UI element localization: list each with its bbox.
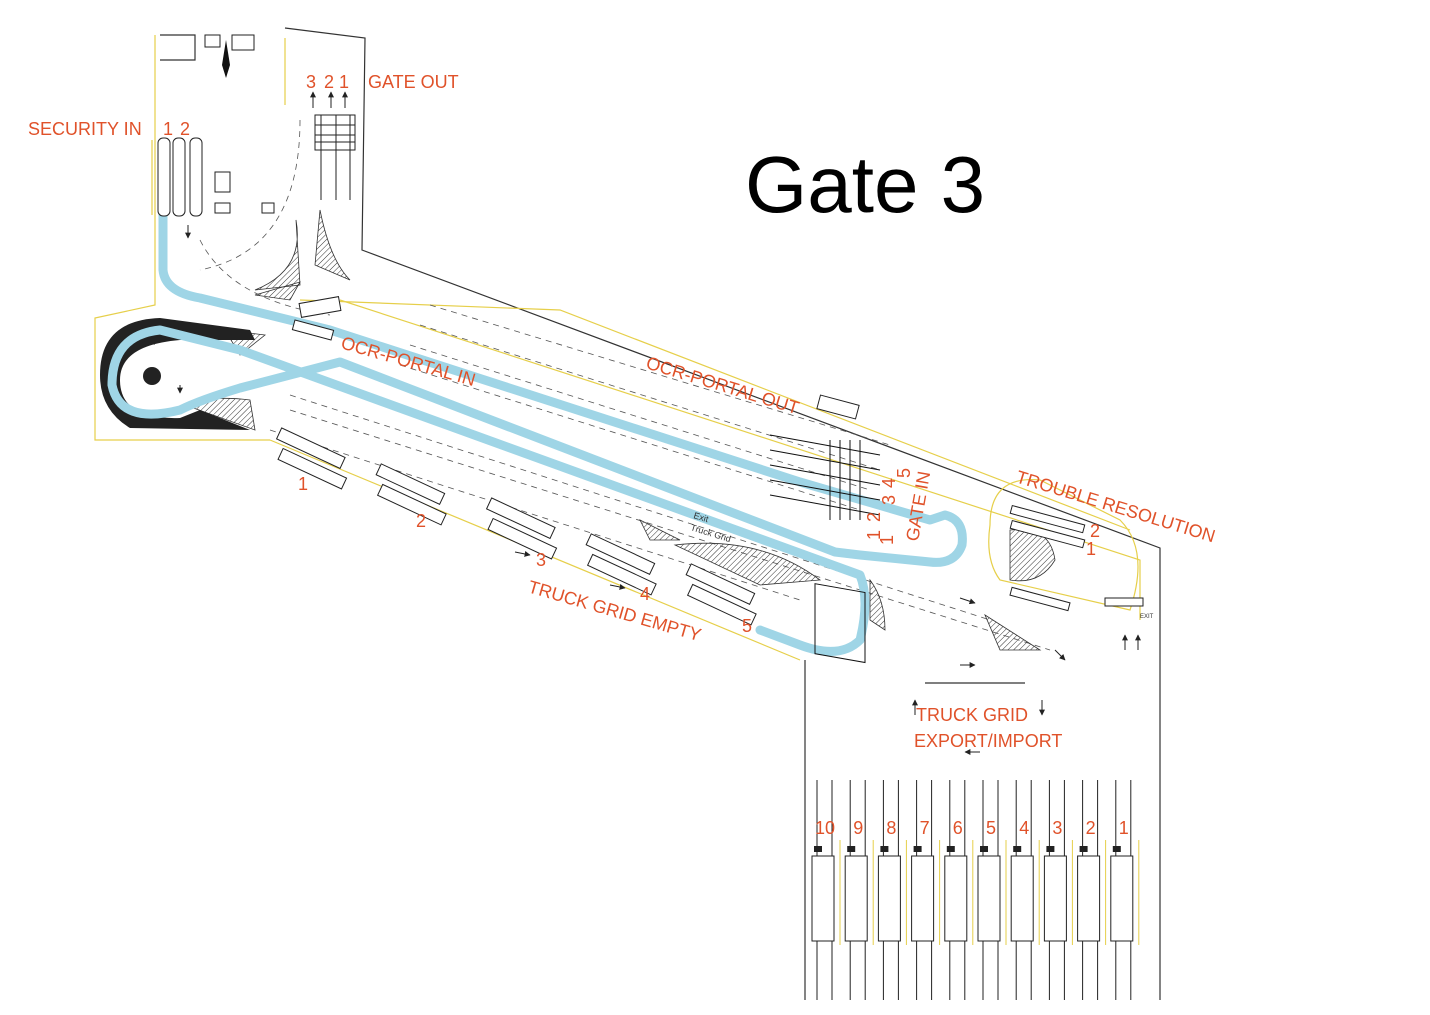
direction-arrow-icon xyxy=(139,225,1141,755)
gate-out-lane-2: 2 xyxy=(324,72,334,92)
ocr-portal-in-label: OCR-PORTAL IN xyxy=(339,333,478,390)
export-import-bay-number: 10 xyxy=(815,818,835,838)
gate-in-lane-2: 2 xyxy=(864,512,884,522)
export-import-bay-number: 5 xyxy=(986,818,996,838)
truck-grid-export-import-label-1: TRUCK GRID xyxy=(916,705,1028,725)
truck-grid-empty-label: TRUCK GRID EMPTY xyxy=(526,577,704,646)
security-in-label: SECURITY IN xyxy=(28,119,142,139)
turnaround-loop xyxy=(100,318,255,430)
export-import-bay: 5 xyxy=(977,780,1007,1000)
truck-grid-empty xyxy=(275,427,757,626)
gate-in-booths xyxy=(769,434,881,664)
export-import-bay-number: 7 xyxy=(920,818,930,838)
export-import-bay: 8 xyxy=(877,780,907,1000)
security-in-lanes xyxy=(151,34,275,217)
export-import-bay: 2 xyxy=(1077,780,1107,1000)
gate-in-label-group: 1 xyxy=(877,535,897,545)
export-import-bay-number: 1 xyxy=(1119,818,1129,838)
truck-grid-empty-bay-4: 4 xyxy=(640,584,650,604)
gate-in-lane-1: 1 xyxy=(877,535,897,545)
trouble-resolution-lane-2: 2 xyxy=(1090,521,1100,541)
exit-sign-label: EXIT xyxy=(1140,614,1154,620)
truck-grid-export-import-label-2: EXPORT/IMPORT xyxy=(914,731,1062,751)
road-lanes xyxy=(199,119,1051,684)
ocr-portal-out-label: OCR-PORTAL OUT xyxy=(644,353,802,419)
export-import-bay: 10 xyxy=(811,780,841,1000)
export-import-bay-number: 6 xyxy=(953,818,963,838)
gate-in-lane-3: 3 xyxy=(879,495,899,505)
site-boundary xyxy=(94,27,1161,1000)
truck-grid-export-import: 10 9 8 7 6 5 4 3 2 1 xyxy=(811,780,1140,1000)
truck-grid-empty-bay-2: 2 xyxy=(416,511,426,531)
export-import-bay: 4 xyxy=(1010,780,1040,1000)
truck-grid-empty-bay-5: 5 xyxy=(742,616,752,636)
gate-in-lane-1-num: 1 xyxy=(864,530,884,540)
ocr-portal-in-structure xyxy=(291,296,342,341)
export-import-bay-number: 3 xyxy=(1052,818,1062,838)
export-import-bay: 7 xyxy=(911,780,941,1000)
gate-in-lane-4: 4 xyxy=(879,478,899,488)
export-import-bay: 1 xyxy=(1110,780,1140,1000)
page-title: Gate 3 xyxy=(745,140,985,229)
export-import-bay-number: 9 xyxy=(853,818,863,838)
export-import-bay: 9 xyxy=(844,780,874,1000)
exit-truck-grid-label-1: Exit xyxy=(692,510,710,524)
gate-in-label: GATE IN xyxy=(902,470,934,543)
gate-out-lane-3: 3 xyxy=(306,72,316,92)
north-arrow-icon xyxy=(222,40,230,78)
trouble-resolution-area xyxy=(988,478,1144,612)
export-import-bay: 3 xyxy=(1043,780,1073,1000)
gate-out-label: GATE OUT xyxy=(368,72,459,92)
trouble-resolution-lane-1: 1 xyxy=(1086,539,1096,559)
export-import-bay-number: 4 xyxy=(1019,818,1029,838)
export-import-bay: 6 xyxy=(944,780,974,1000)
export-import-bay-number: 8 xyxy=(886,818,896,838)
truck-grid-empty-bay-1: 1 xyxy=(298,474,308,494)
gate-out-lane-1: 1 xyxy=(339,72,349,92)
export-import-bay-number: 2 xyxy=(1086,818,1096,838)
gate-out-lanes xyxy=(310,91,356,200)
truck-grid-empty-bay-3: 3 xyxy=(536,550,546,570)
gate-in-lane-5: 5 xyxy=(894,468,914,478)
hatched-islands xyxy=(183,209,1056,651)
security-in-lane-2: 2 xyxy=(180,119,190,139)
security-in-lane-1: 1 xyxy=(163,119,173,139)
ocr-portal-out-structure xyxy=(816,394,860,420)
